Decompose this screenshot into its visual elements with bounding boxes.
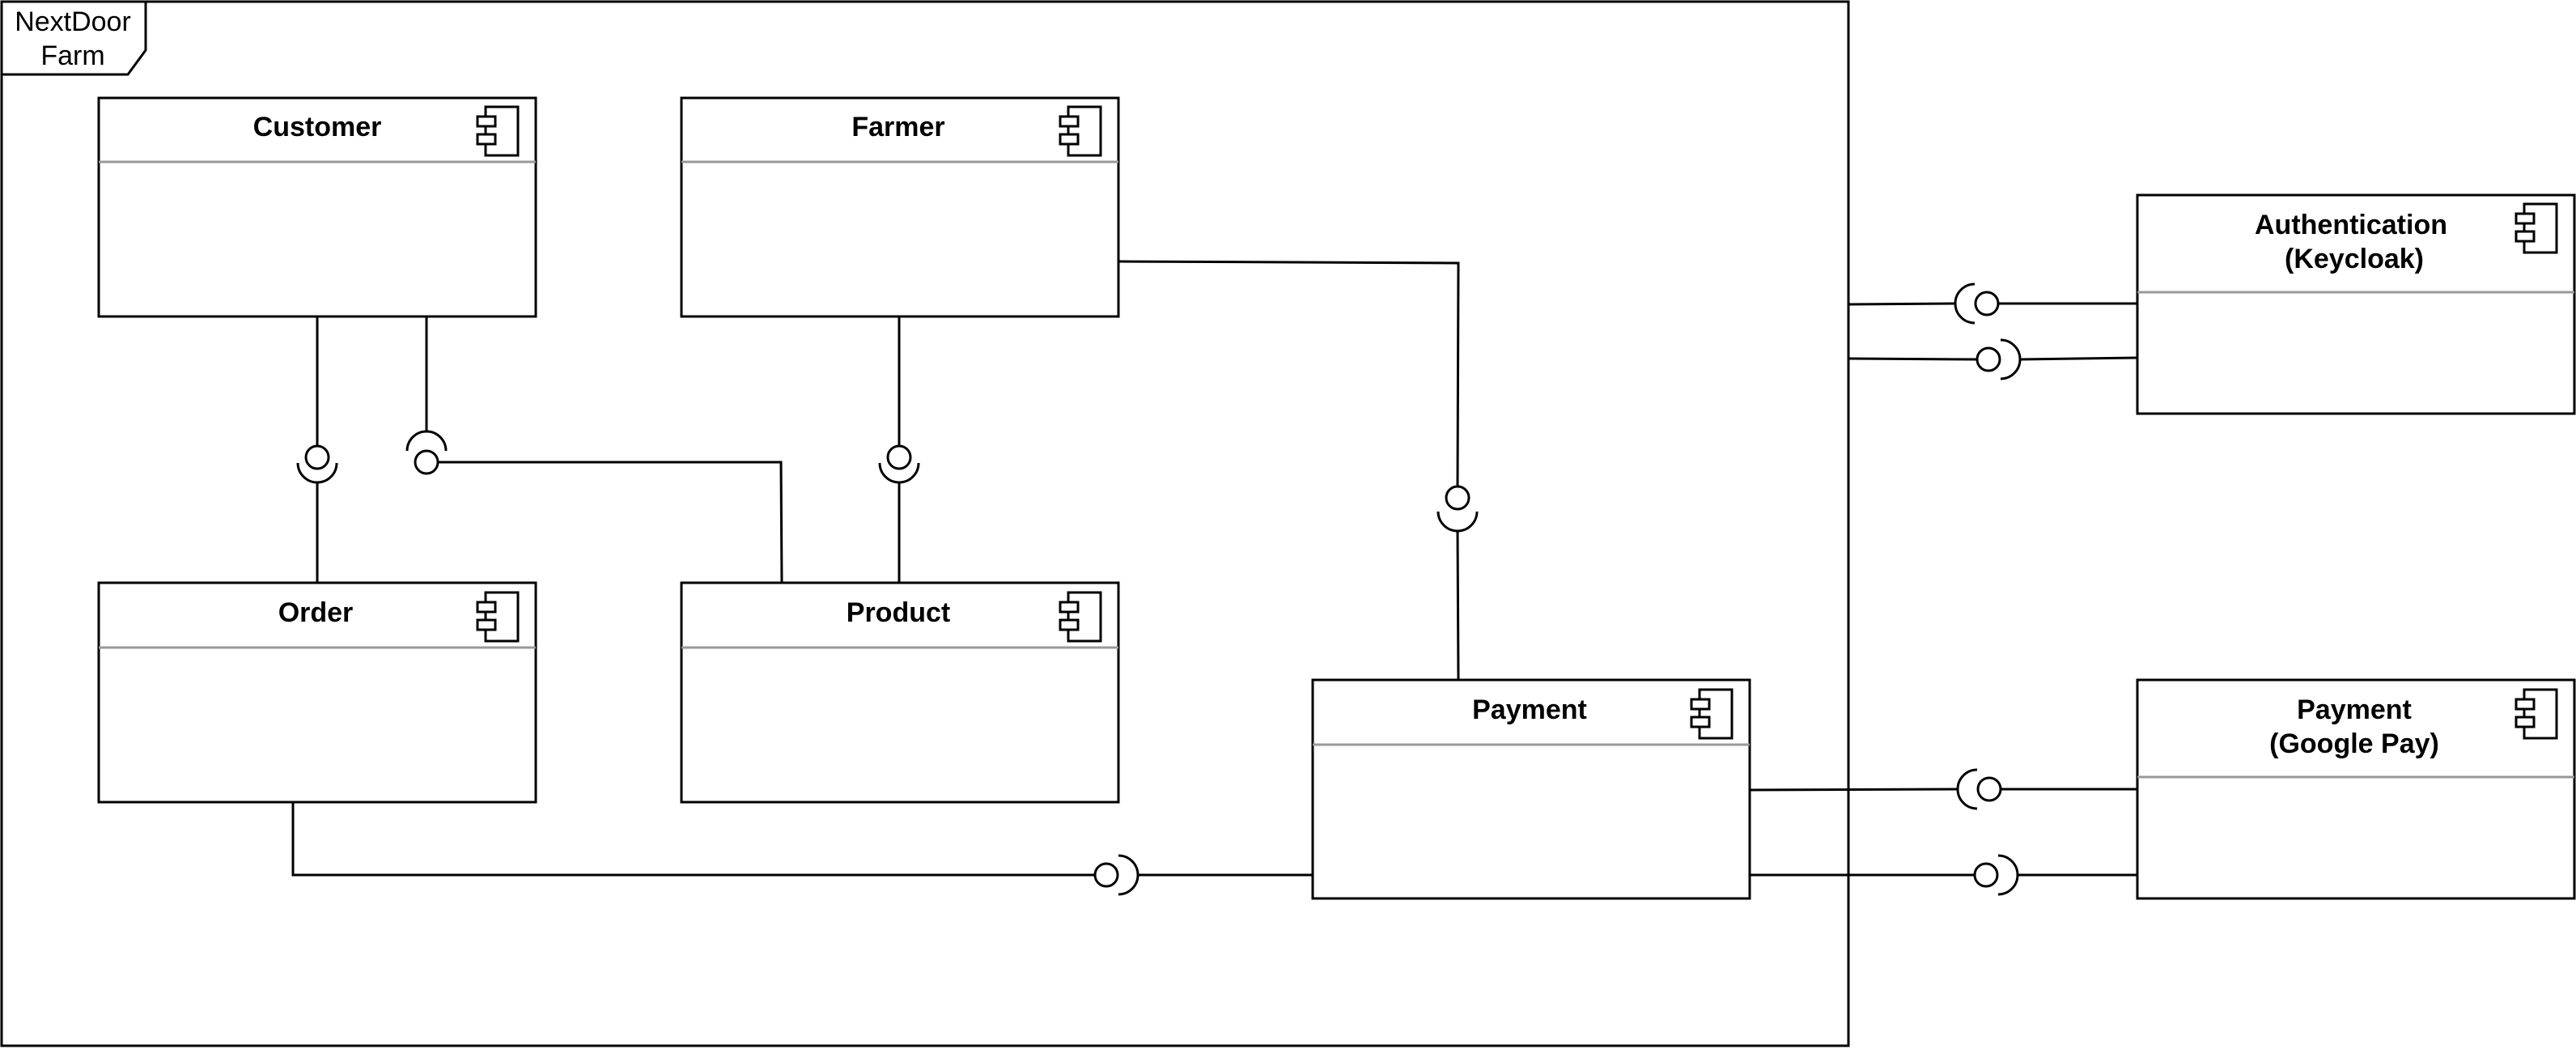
lollipop-provided-interface-icon [1973, 862, 1999, 888]
uml-component-icon [476, 105, 520, 157]
component-order[interactable]: Order [97, 581, 537, 804]
component-subtitle: (Google Pay) [2269, 728, 2439, 759]
component-farmer[interactable]: Farmer [680, 96, 1120, 318]
socket-required-interface-icon [1118, 854, 1139, 896]
lollipop-provided-interface-icon [1093, 862, 1119, 888]
uml-component-icon [1059, 591, 1102, 643]
component-authentication-keycloak[interactable]: Authentication (Keycloak) [2136, 193, 2576, 415]
connector-farmer-payment-upper [1118, 260, 1460, 486]
component-subtitle: (Keycloak) [2285, 244, 2424, 274]
component-title: Farmer [851, 112, 944, 142]
connectors [291, 260, 2138, 877]
component-title: Authentication [2255, 210, 2447, 240]
socket-required-interface-icon [1956, 768, 1978, 810]
system-frame: NextDoor Farm [0, 0, 1850, 1047]
frame-label-line1: NextDoor [15, 6, 131, 37]
lollipop-provided-interface-icon [304, 444, 330, 470]
uml-component-icon [476, 591, 520, 643]
lollipop-provided-interface-icon [886, 444, 912, 470]
component-payment[interactable]: Payment [1311, 678, 1751, 900]
lollipop-provided-interface-icon [1974, 291, 2000, 316]
component-title: Product [847, 597, 950, 628]
connector-gpay-upper-left [1749, 788, 1959, 792]
lollipop-provided-interface-icon [1445, 485, 1470, 511]
connector-order-payment-left [291, 802, 1094, 877]
uml-component-icon [1690, 688, 1734, 740]
component-title: Order [278, 597, 354, 628]
uml-component-icon [1059, 105, 1102, 157]
socket-required-interface-icon [2000, 338, 2022, 380]
lollipop-provided-interface-icon [414, 449, 439, 475]
uml-component-icon [2514, 688, 2558, 740]
socket-required-interface-icon [1954, 282, 1975, 325]
socket-required-interface-icon [405, 430, 448, 452]
connector-auth-lower-right [2019, 356, 2138, 361]
lollipop-provided-interface-icon [1975, 346, 2001, 372]
component-product[interactable]: Product [680, 581, 1120, 804]
component-payment-google-pay[interactable]: Payment (Google Pay) [2136, 678, 2576, 900]
connector-customer-product-lower [438, 461, 783, 584]
socket-required-interface-icon [878, 462, 920, 484]
components: Customer Farmer Order [97, 96, 2576, 900]
uml-component-icon [2514, 202, 2558, 254]
socket-required-interface-icon [296, 462, 338, 484]
component-title: Customer [253, 112, 382, 142]
component-customer[interactable]: Customer [97, 96, 537, 318]
component-title: Payment [2297, 694, 2412, 725]
component-title: Payment [1472, 694, 1587, 725]
frame-label-line2: Farm [40, 40, 104, 71]
socket-required-interface-icon [1997, 854, 2019, 896]
socket-required-interface-icon [1437, 511, 1479, 533]
lollipop-provided-interface-icon [1976, 776, 2002, 802]
